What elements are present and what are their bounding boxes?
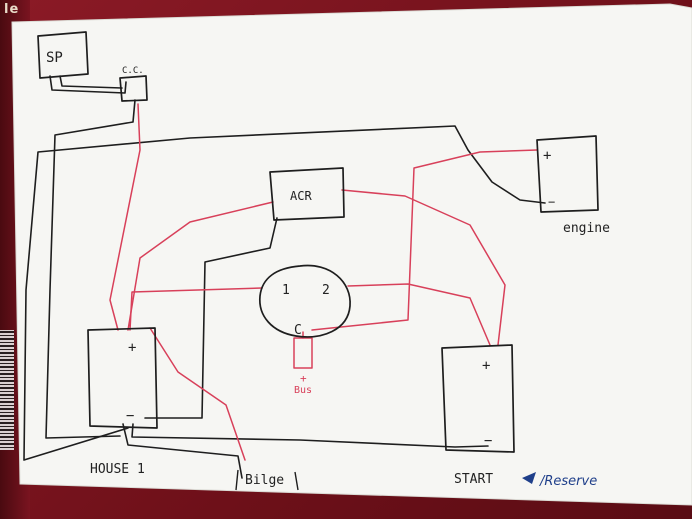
sp-to-cc-wire-b: [59, 75, 123, 89]
house-negative-to-engine-wire: [23, 125, 546, 461]
house-negative-to-start-negative-wire: [131, 423, 489, 448]
reserve-label: /Reserve: [539, 474, 597, 489]
bilge-negative-wire: [122, 423, 243, 479]
start-battery-label: START: [454, 472, 493, 487]
acr-ground-wire: [144, 217, 278, 419]
acr-label: ACR: [290, 189, 312, 203]
house-battery-box: [87, 327, 158, 429]
barcode-sticker: [0, 330, 14, 450]
blue-ink-mark: [522, 472, 536, 484]
switch-position-1: 1: [282, 283, 290, 298]
paper-sheet: [12, 4, 692, 505]
acr-to-house-positive-wire: [127, 201, 274, 331]
start-negative-terminal: −: [484, 433, 492, 449]
cc-to-house-positive-wire: [109, 103, 141, 331]
charge-controller-box: [119, 75, 148, 102]
solar-panel-label: SP: [46, 50, 63, 66]
house-negative-terminal: −: [126, 408, 134, 424]
engine-box: [536, 135, 599, 213]
switch-common-terminal: C: [294, 323, 302, 338]
bilge-bracket-left: [235, 469, 239, 491]
start-positive-terminal: +: [482, 358, 490, 374]
switch-position-2: 2: [322, 283, 330, 298]
bilge-positive-wire: [149, 327, 246, 461]
house-to-switch-1-wire: [129, 287, 263, 331]
solar-panel-box: [37, 31, 89, 79]
engine-negative-terminal: −: [548, 195, 555, 209]
engine-label: engine: [563, 221, 610, 236]
cc-to-house-negative-wire: [45, 99, 136, 439]
switch-common-to-engine-wire: [311, 149, 538, 331]
switch-2-to-start-wire: [347, 283, 491, 346]
battery-selector-switch: [259, 264, 351, 338]
corner-printed-text: le: [4, 2, 20, 17]
bus-label: Bus: [294, 385, 312, 396]
sp-to-cc-wire-a: [49, 75, 127, 94]
bilge-bracket-right: [294, 471, 299, 491]
bus-plus-sign: +: [300, 372, 307, 385]
acr-to-start-positive-wire: [341, 189, 506, 346]
charge-controller-label: C.C.: [122, 66, 144, 76]
start-battery-box: [441, 344, 515, 453]
acr-box: [269, 167, 345, 221]
bilge-label: Bilge: [245, 473, 284, 488]
house-positive-terminal: +: [128, 340, 136, 356]
engine-positive-terminal: +: [543, 148, 551, 164]
house-battery-label: HOUSE 1: [90, 462, 145, 477]
